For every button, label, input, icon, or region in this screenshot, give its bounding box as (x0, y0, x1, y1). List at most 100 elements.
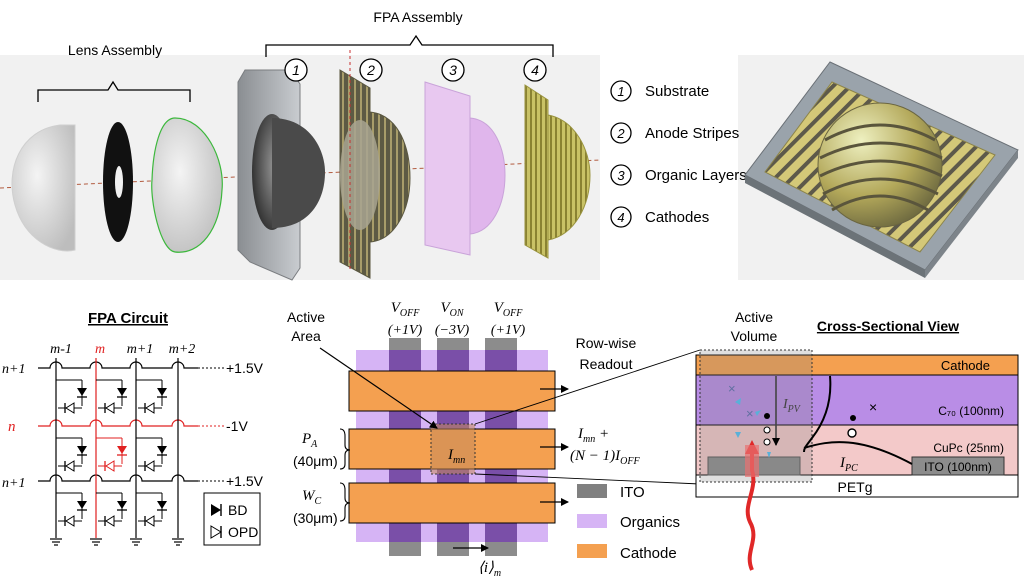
material-legend: ITO Organics Cathode (577, 484, 680, 562)
ground-icon (130, 538, 142, 546)
carrier-x-3: × (869, 399, 877, 415)
blocking-diode-icon (157, 501, 167, 509)
lens-assembly-label: Lens Assembly (68, 42, 162, 58)
col-label-m: m (95, 342, 105, 357)
bd-symbol-icon (211, 504, 221, 516)
legend-item-substrate: 1 Substrate (610, 80, 709, 102)
blocking-diode-icon (117, 446, 127, 454)
ito-pad-top-center (437, 338, 469, 350)
electron-1 (764, 413, 770, 419)
hole-3 (847, 428, 857, 438)
row-label-n+1-top: n+1 (2, 362, 25, 377)
photodiode-icon (65, 460, 75, 472)
legend-cathode-label: Cathode (620, 545, 677, 562)
pc-path-lower (803, 441, 913, 465)
pc-current-label: IPC (839, 455, 858, 474)
pixel-cell (96, 437, 127, 472)
svg-text:4: 4 (617, 210, 624, 225)
drift-arrow-1 (735, 398, 741, 405)
photodiode-icon (65, 515, 75, 527)
layer-c70-label: C₇₀ (100nm) (938, 404, 1004, 418)
layer-number-2: 2 (359, 58, 383, 82)
svg-text:(−3V): (−3V) (435, 323, 470, 338)
row-wire-bottom (38, 474, 198, 482)
col-voltage-left: VOFF (+1V) (388, 300, 423, 338)
svg-text:Substrate: Substrate (645, 83, 709, 100)
col-label-m-1: m-1 (50, 342, 72, 357)
carrier-x-2: × (746, 406, 754, 421)
ito-pad-bottom-left (389, 542, 421, 556)
hole-1 (763, 426, 771, 434)
svg-text:1: 1 (617, 84, 624, 99)
photodiode-icon (105, 515, 115, 527)
rear-lens (151, 117, 223, 253)
width-label: WC (30μm) (293, 488, 338, 526)
photodiode-icon (105, 460, 115, 472)
row-wire-n (38, 419, 198, 427)
svg-text:3: 3 (449, 62, 457, 78)
row-label-n+1-bottom: n+1 (2, 476, 25, 491)
layer-number-1: 1 (284, 58, 308, 82)
svg-text:2: 2 (366, 62, 375, 78)
col-voltage-center: VON (−3V) (435, 300, 470, 338)
active-area-label-line1: Active (287, 309, 325, 325)
readout-label-line2: Readout (580, 356, 633, 372)
row-label-n: n (8, 419, 16, 435)
pixel-array: Active Area VOFF (+1V) VON (−3V) VOFF (+… (287, 300, 680, 579)
col-voltage-right: VOFF (+1V) (491, 300, 526, 338)
row-wire-top (38, 361, 198, 369)
svg-text:VOFF: VOFF (494, 300, 524, 319)
active-pixel (430, 423, 476, 475)
circuit-cells (50, 379, 184, 546)
top-panel: Lens Assembly FPA Assembly 1 (0, 9, 1024, 281)
svg-text:VON: VON (440, 300, 464, 319)
ito-strip-label: ITO (100nm) (924, 460, 992, 474)
pixel-cell (96, 492, 127, 527)
legend-item-cathodes: 4 Cathodes (610, 206, 709, 228)
legend-ito-label: ITO (620, 484, 645, 501)
ito-pad-bottom-right (485, 542, 517, 556)
blocking-diode-icon (117, 388, 127, 396)
circuit-key: BD OPD (203, 492, 261, 546)
current-equation-line1: Imn + (577, 426, 609, 445)
pixel-cell (136, 492, 167, 527)
photodiode-icon (65, 402, 75, 414)
pitch-label: PA (40μm) (293, 431, 338, 469)
light-beam (745, 445, 759, 477)
ground-icon (50, 538, 62, 546)
readout-label-line1: Row-wise (576, 335, 637, 351)
voltage-row-n: -1V (226, 418, 248, 434)
ground-icon (90, 538, 102, 546)
cathode-row-top (348, 370, 556, 412)
fpa-assembly-label: FPA Assembly (373, 9, 462, 25)
legend-swatch-ito (577, 484, 607, 498)
key-bd-label: BD (228, 502, 247, 518)
legend-swatch-organics (577, 514, 607, 528)
ito-pad-top-right (485, 338, 517, 350)
ground-icon (172, 538, 184, 546)
electron-2 (850, 415, 856, 421)
voltage-row-top: +1.5V (226, 360, 264, 376)
col-label-m+2: m+2 (169, 342, 196, 357)
col-label-m+1: m+1 (127, 342, 154, 357)
pixel-current-label: Imn (447, 447, 465, 466)
svg-text:VOFF: VOFF (391, 300, 421, 319)
svg-text:(40μm): (40μm) (293, 453, 338, 469)
svg-text:(30μm): (30μm) (293, 510, 338, 526)
layer-c70 (695, 374, 1019, 426)
incident-light-arrow (745, 440, 759, 571)
active-area-label-line2: Area (291, 328, 321, 344)
pixel-cell (56, 492, 87, 527)
legend-organics-label: Organics (620, 514, 680, 531)
legend-item-organic: 3 Organic Layers (610, 164, 747, 186)
active-volume-label-line2: Volume (731, 328, 778, 344)
ito-pad-bottom-center (437, 542, 469, 556)
layer-number-4: 4 (523, 58, 547, 82)
svg-text:(+1V): (+1V) (388, 323, 423, 338)
blocking-diode-icon (77, 388, 87, 396)
ito-strip-right (911, 456, 1005, 476)
anode-dome (369, 111, 411, 243)
organic-layers-render (424, 81, 471, 256)
layer-petg (695, 474, 1019, 498)
